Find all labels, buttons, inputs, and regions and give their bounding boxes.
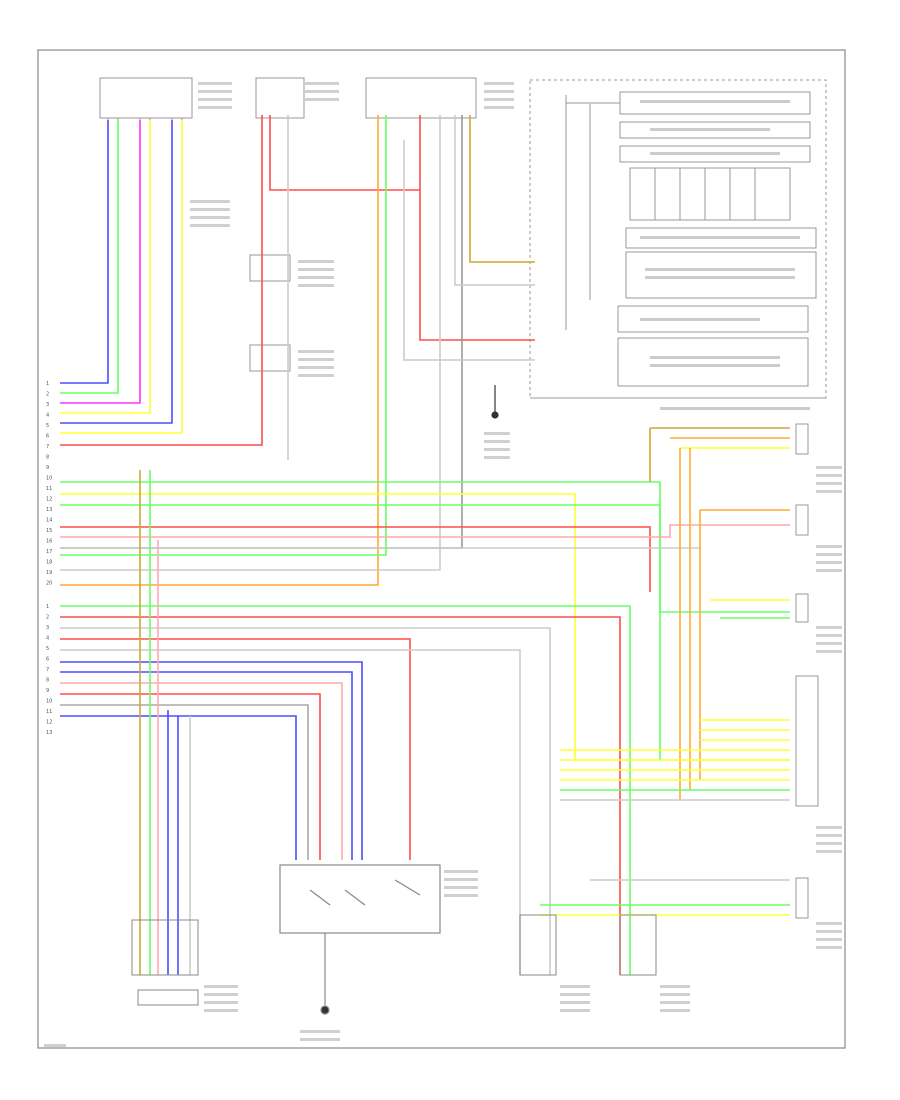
pin-number: 11 xyxy=(46,486,52,492)
pin-number: 8 xyxy=(46,455,49,461)
pin-number: 16 xyxy=(46,539,52,545)
wire-red-2 xyxy=(269,115,420,191)
wire-yellow-1 xyxy=(60,120,151,414)
wire-gray-7 xyxy=(60,627,551,975)
pin-number: 18 xyxy=(46,560,52,566)
wire-olive-1 xyxy=(469,115,535,263)
wire-blue-2 xyxy=(60,120,173,424)
pin-number: 13 xyxy=(46,507,52,513)
pin-number: 6 xyxy=(46,434,49,440)
bottom-right-connectors xyxy=(519,914,657,976)
pin-number: 6 xyxy=(46,657,49,663)
wire-red-3 xyxy=(419,115,535,341)
pin-number: 4 xyxy=(46,413,49,419)
right-connector-pins xyxy=(795,423,819,919)
wire-red-6 xyxy=(60,638,411,860)
label-bars xyxy=(44,82,842,1047)
pin-number: 17 xyxy=(46,549,52,555)
pin-number: 3 xyxy=(46,402,49,408)
diagram-frame xyxy=(37,49,846,1049)
pin-number: 20 xyxy=(46,581,52,587)
wire-blue-5 xyxy=(60,715,297,860)
pin-number: 2 xyxy=(46,392,49,398)
wire-pink-2 xyxy=(60,682,343,860)
bottom-left-connector xyxy=(131,919,199,1006)
wire-gray-2 xyxy=(60,115,441,571)
pin-number: 9 xyxy=(46,688,49,694)
pin-number: 1 xyxy=(46,604,49,610)
wire-blue-3 xyxy=(60,661,363,860)
wire-red-4 xyxy=(60,526,651,592)
wire-green-1 xyxy=(60,120,119,394)
pin-number: 12 xyxy=(46,720,52,726)
pin-number: 11 xyxy=(46,709,52,715)
pin-number: 5 xyxy=(46,423,49,429)
wire-magenta-1 xyxy=(60,120,141,404)
pin-number: 13 xyxy=(46,730,52,736)
wire-gray-5 xyxy=(454,115,535,286)
wire-gray-9 xyxy=(60,704,309,860)
pin-number: 4 xyxy=(46,636,49,642)
wire-red-5 xyxy=(60,616,621,975)
control-module-box xyxy=(529,79,827,399)
pin-number: 8 xyxy=(46,678,49,684)
top-connector-center xyxy=(255,77,477,119)
pin-number: 7 xyxy=(46,444,49,450)
center-switch-module xyxy=(279,864,441,1015)
wire-green-6 xyxy=(60,605,631,975)
wire-green-4 xyxy=(60,504,661,760)
pin-number: 19 xyxy=(46,570,52,576)
wire-gray-4 xyxy=(403,140,535,361)
pin-number: 14 xyxy=(46,518,52,524)
pin-number: 7 xyxy=(46,667,49,673)
inline-connector-a xyxy=(249,254,291,372)
pin-number: 12 xyxy=(46,497,52,503)
wire-orange-1 xyxy=(60,115,379,586)
pin-number: 1 xyxy=(46,381,49,387)
module-text-placeholders xyxy=(640,100,810,410)
pin-number: 9 xyxy=(46,465,49,471)
ground-symbol xyxy=(491,385,499,419)
wire-yellow-2 xyxy=(60,120,183,434)
pin-number: 2 xyxy=(46,615,49,621)
wire-red-1 xyxy=(60,115,263,446)
wire-pink-1 xyxy=(60,524,790,538)
wire-blue-1 xyxy=(60,120,109,384)
wire-green-2 xyxy=(60,115,387,556)
wire-red-7 xyxy=(60,693,321,860)
pin-number: 10 xyxy=(46,699,52,705)
wire-harness xyxy=(60,115,790,975)
pin-number: 5 xyxy=(46,646,49,652)
pin-number: 3 xyxy=(46,625,49,631)
pin-number: 10 xyxy=(46,476,52,482)
wire-gray-8 xyxy=(60,649,521,975)
pin-number: 15 xyxy=(46,528,52,534)
